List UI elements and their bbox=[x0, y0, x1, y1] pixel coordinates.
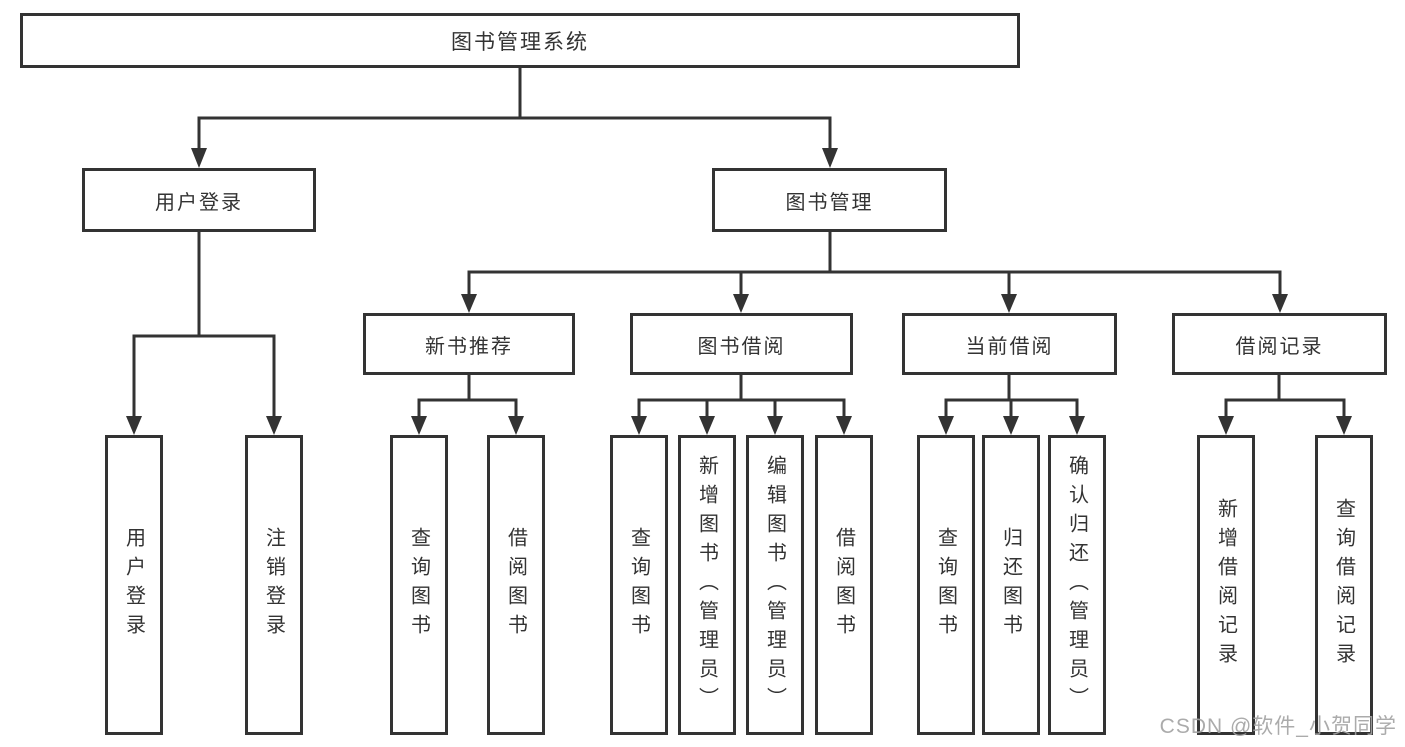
leaf-add-borrow-record: 新增借阅记录 bbox=[1197, 435, 1255, 735]
leaf-edit-books-admin-label: 编辑图书（管理员） bbox=[763, 454, 786, 716]
node-library-system-label: 图书管理系统 bbox=[451, 30, 589, 54]
leaf-query-books-current: 查询图书 bbox=[917, 435, 975, 735]
node-book-management-label: 图书管理 bbox=[785, 191, 874, 214]
leaf-confirm-return-admin-label: 确认归还（管理员） bbox=[1065, 454, 1088, 716]
node-book-borrow-label: 图书借阅 bbox=[697, 335, 786, 358]
leaf-logout-label: 注销登录 bbox=[262, 527, 285, 643]
node-new-book-recommend: 新书推荐 bbox=[363, 313, 575, 375]
node-user-login-label: 用户登录 bbox=[155, 191, 243, 214]
leaf-query-books-recommend-label: 查询图书 bbox=[407, 527, 430, 643]
leaf-query-books-borrow-label: 查询图书 bbox=[627, 527, 650, 643]
node-current-borrow: 当前借阅 bbox=[902, 313, 1117, 375]
leaf-borrow-books-label: 借阅图书 bbox=[832, 527, 855, 643]
leaf-borrow-books-recommend: 借阅图书 bbox=[487, 435, 545, 735]
leaf-return-books-label: 归还图书 bbox=[999, 527, 1022, 643]
leaf-confirm-return-admin: 确认归还（管理员） bbox=[1048, 435, 1106, 735]
csdn-watermark: CSDN @软件_小贺同学 bbox=[1159, 715, 1397, 738]
leaf-borrow-books: 借阅图书 bbox=[815, 435, 873, 735]
leaf-query-books-borrow: 查询图书 bbox=[610, 435, 668, 735]
leaf-logout: 注销登录 bbox=[245, 435, 303, 735]
leaf-query-borrow-record: 查询借阅记录 bbox=[1315, 435, 1373, 735]
leaf-add-books-admin: 新增图书（管理员） bbox=[678, 435, 736, 735]
node-borrow-records: 借阅记录 bbox=[1172, 313, 1387, 375]
node-current-borrow-label: 当前借阅 bbox=[965, 335, 1054, 358]
leaf-query-books-current-label: 查询图书 bbox=[934, 527, 957, 643]
leaf-borrow-books-recommend-label: 借阅图书 bbox=[504, 527, 527, 643]
leaf-edit-books-admin: 编辑图书（管理员） bbox=[746, 435, 804, 735]
node-borrow-records-label: 借阅记录 bbox=[1235, 335, 1324, 358]
leaf-query-books-recommend: 查询图书 bbox=[390, 435, 448, 735]
leaf-return-books: 归还图书 bbox=[982, 435, 1040, 735]
leaf-add-borrow-record-label: 新增借阅记录 bbox=[1214, 498, 1237, 672]
leaf-add-books-admin-label: 新增图书（管理员） bbox=[695, 454, 718, 716]
node-user-login: 用户登录 bbox=[82, 168, 316, 232]
node-library-system: 图书管理系统 bbox=[20, 13, 1020, 68]
leaf-user-login-label: 用户登录 bbox=[122, 527, 145, 643]
leaf-query-borrow-record-label: 查询借阅记录 bbox=[1332, 498, 1355, 672]
node-new-book-recommend-label: 新书推荐 bbox=[425, 335, 513, 358]
leaf-user-login: 用户登录 bbox=[105, 435, 163, 735]
node-book-management: 图书管理 bbox=[712, 168, 947, 232]
node-book-borrow: 图书借阅 bbox=[630, 313, 853, 375]
